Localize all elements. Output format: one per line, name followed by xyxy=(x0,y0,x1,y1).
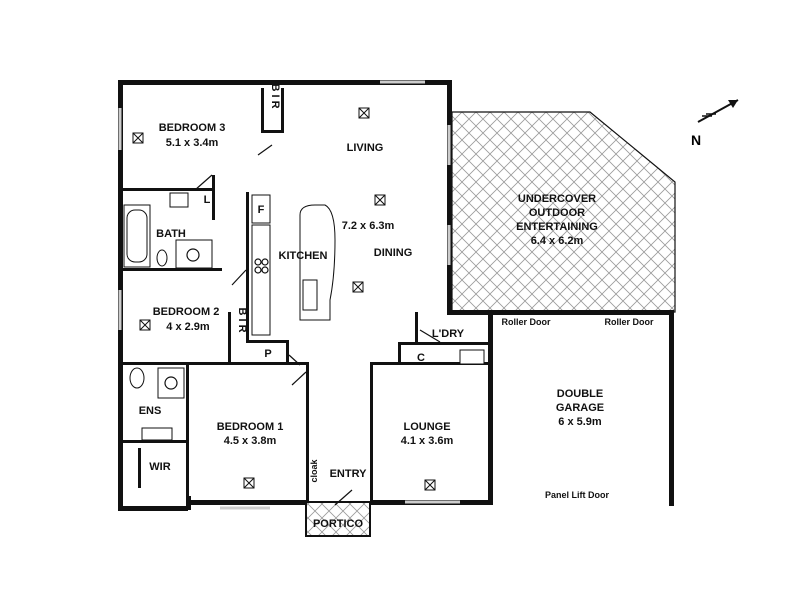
garage-line1: DOUBLE xyxy=(557,388,603,400)
ceiling-fan-markers xyxy=(132,107,436,491)
bir-label-bottom: B I R xyxy=(236,307,248,332)
bedroom2-name: BEDROOM 2 xyxy=(153,306,220,318)
bedroom1-name: BEDROOM 1 xyxy=(217,421,284,433)
bath-name: BATH xyxy=(156,228,186,240)
portico-area xyxy=(305,501,371,537)
garage-dims: 6 x 5.9m xyxy=(558,416,602,428)
bedroom1-dims: 4.5 x 3.8m xyxy=(224,435,277,447)
outdoor-dims: 6.4 x 6.2m xyxy=(531,235,584,247)
roller-door-left: Roller Door xyxy=(501,317,551,327)
fridge-label: F xyxy=(258,204,265,216)
doors xyxy=(194,144,441,506)
north-label: N xyxy=(691,132,701,148)
kitchen-name: KITCHEN xyxy=(279,250,328,262)
linen-label: L xyxy=(204,194,211,206)
windows xyxy=(118,80,460,510)
interior-walls xyxy=(122,88,490,502)
garage-line2: GARAGE xyxy=(556,402,604,414)
dining-name: DINING xyxy=(374,247,413,259)
dining-dims: 7.2 x 6.3m xyxy=(342,220,395,232)
pantry-label: P xyxy=(264,348,271,360)
laundry-name: L'DRY xyxy=(432,328,465,340)
bir-label-top: B I R xyxy=(269,83,281,108)
outdoor-line3: ENTERTAINING xyxy=(516,221,598,233)
bedroom3-dims: 5.1 x 3.4m xyxy=(166,137,219,149)
wir-name: WIR xyxy=(149,461,170,473)
portico-name: PORTICO xyxy=(313,518,364,530)
lounge-dims: 4.1 x 3.6m xyxy=(401,435,454,447)
entry-name: ENTRY xyxy=(330,468,368,480)
outdoor-line1: UNDERCOVER xyxy=(518,193,596,205)
outdoor-line2: OUTDOOR xyxy=(529,207,585,219)
bathroom-fixtures xyxy=(123,192,485,441)
panel-lift-door: Panel Lift Door xyxy=(545,490,609,500)
kitchen-fixtures xyxy=(251,194,336,336)
ens-name: ENS xyxy=(139,405,162,417)
living-name: LIVING xyxy=(347,142,384,154)
cloak-label: cloak xyxy=(309,458,319,482)
lounge-name: LOUNGE xyxy=(403,421,450,433)
roller-door-right: Roller Door xyxy=(604,317,654,327)
bedroom2-dims: 4 x 2.9m xyxy=(166,321,210,333)
north-arrow: N xyxy=(691,99,739,148)
cupboard-label: C xyxy=(417,352,425,364)
bedroom3-name: BEDROOM 3 xyxy=(159,122,226,134)
